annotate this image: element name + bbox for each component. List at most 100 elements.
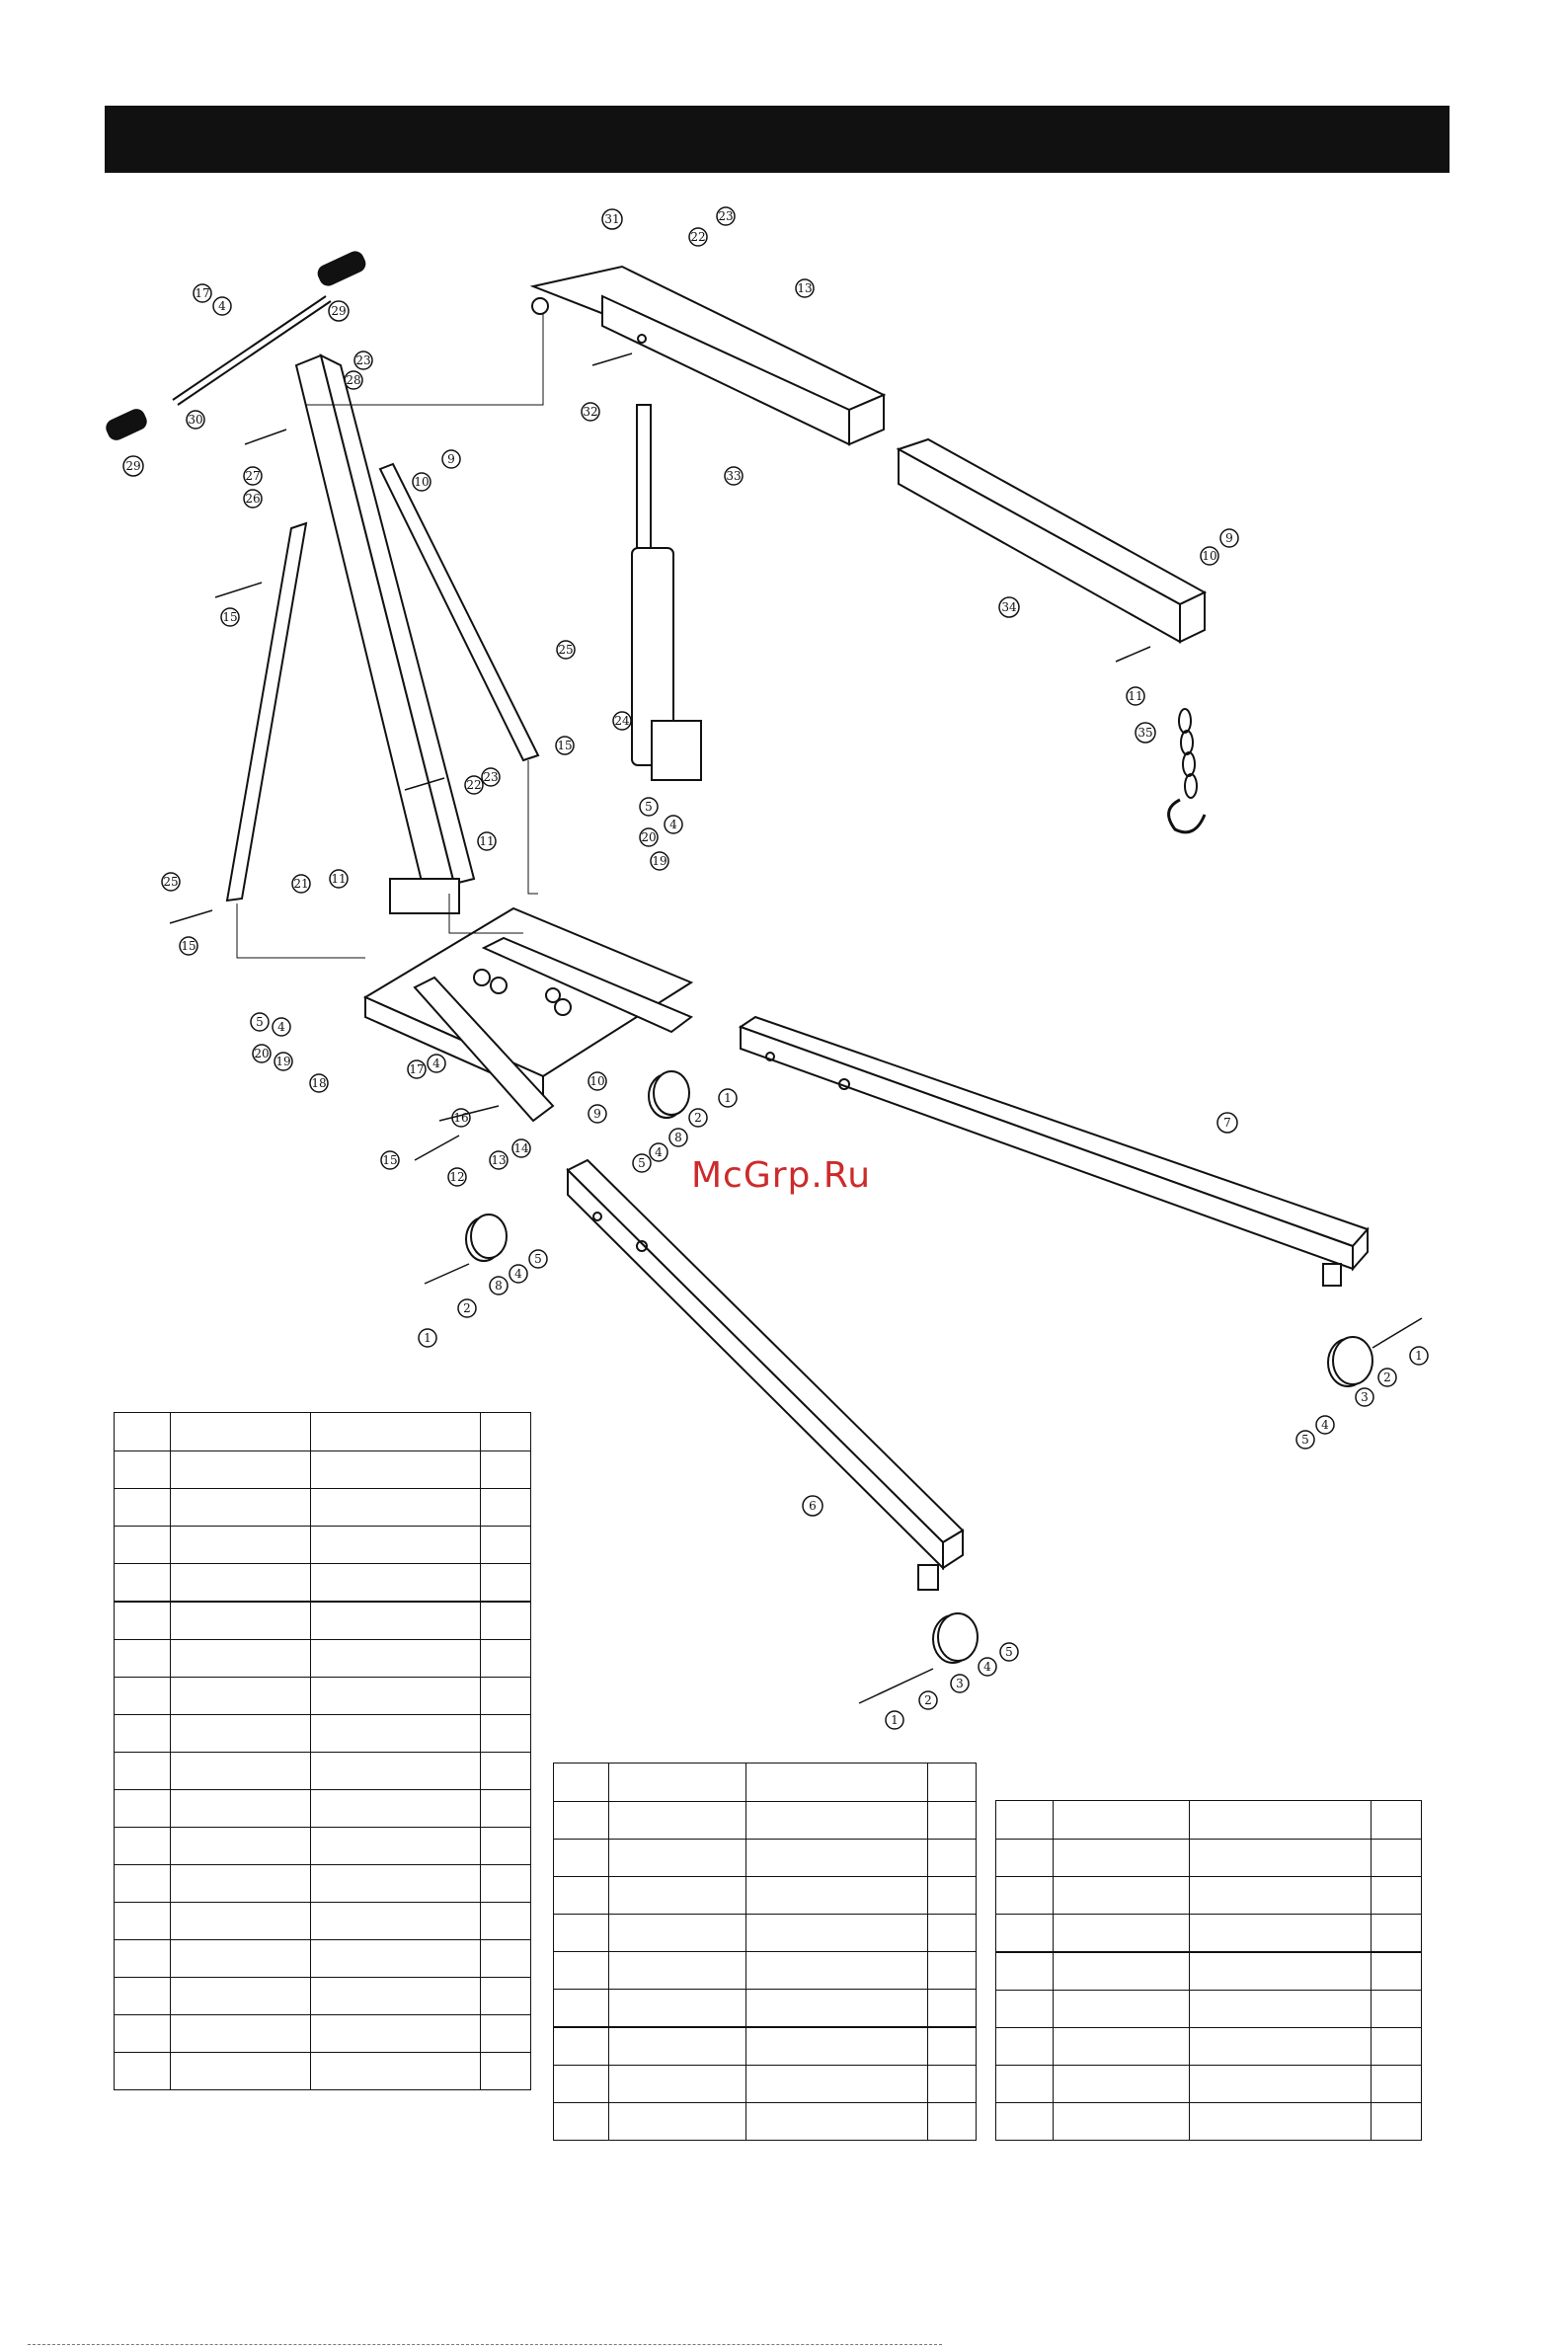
svg-text:20: 20 xyxy=(254,1047,269,1060)
table-cell xyxy=(745,1876,929,1915)
callout-15b: 15 xyxy=(555,736,575,755)
svg-text:5: 5 xyxy=(638,1156,646,1170)
table-cell xyxy=(309,1752,482,1790)
svg-text:1: 1 xyxy=(424,1331,431,1345)
svg-text:14: 14 xyxy=(513,1141,529,1155)
svg-text:5: 5 xyxy=(534,1252,542,1266)
svg-text:12: 12 xyxy=(449,1170,464,1184)
svg-text:33: 33 xyxy=(726,469,741,483)
table-cell xyxy=(1371,2102,1422,2141)
table-cell xyxy=(745,2065,929,2103)
table-cell xyxy=(114,1639,171,1678)
table-cell xyxy=(995,2102,1054,2141)
callout-15a: 15 xyxy=(220,607,240,627)
svg-text:21: 21 xyxy=(293,877,308,891)
svg-text:28: 28 xyxy=(346,373,360,387)
table-header-row xyxy=(995,1800,1422,1840)
svg-text:15: 15 xyxy=(181,939,196,953)
svg-text:23: 23 xyxy=(718,209,733,223)
svg-text:6: 6 xyxy=(809,1499,817,1513)
table-cell xyxy=(553,1914,609,1952)
front-wheels xyxy=(465,1070,1373,1664)
table-cell xyxy=(927,2102,977,2141)
svg-text:10: 10 xyxy=(1202,549,1216,563)
table-cell xyxy=(309,1714,482,1753)
table-cell xyxy=(1188,1990,1372,2028)
table-cell xyxy=(114,1526,171,1564)
callout-10a: 10 xyxy=(412,472,431,492)
callout-10c: 10 xyxy=(588,1071,607,1091)
table-cell xyxy=(480,2052,531,2090)
callout-9a: 9 xyxy=(441,449,461,469)
table-cell xyxy=(745,2102,929,2141)
table-cell xyxy=(927,1763,977,1802)
table-cell xyxy=(1188,1800,1372,1840)
svg-text:9: 9 xyxy=(1225,531,1233,545)
table-header-row xyxy=(114,1412,531,1451)
table-cell xyxy=(995,1990,1054,2028)
svg-text:5: 5 xyxy=(645,800,653,814)
table-cell xyxy=(553,2026,609,2066)
svg-text:29: 29 xyxy=(331,304,346,318)
table-cell xyxy=(480,1789,531,1828)
table-cell xyxy=(114,1714,171,1753)
table-cell xyxy=(169,1601,311,1640)
table-cell xyxy=(1188,2102,1372,2141)
table-cell xyxy=(309,1789,482,1828)
svg-text:25: 25 xyxy=(163,875,178,889)
callout-17b: 17 xyxy=(407,1059,427,1079)
callout-2b: 2 xyxy=(457,1298,477,1318)
callout-4f: 4 xyxy=(509,1264,528,1284)
callout-5c: 5 xyxy=(632,1153,652,1173)
callout-4e: 4 xyxy=(649,1142,668,1162)
table-cell xyxy=(114,1902,171,1940)
header-bar xyxy=(105,106,1450,173)
table-cell xyxy=(114,1864,171,1903)
svg-text:2: 2 xyxy=(694,1111,702,1125)
table-cell xyxy=(553,1839,609,1877)
callout-4h: 4 xyxy=(978,1657,997,1677)
base-frame xyxy=(362,906,694,1123)
svg-text:25: 25 xyxy=(558,643,573,657)
table-cell xyxy=(309,1864,482,1903)
table-cell xyxy=(995,2065,1054,2103)
callout-5f: 5 xyxy=(999,1642,1019,1662)
svg-text:22: 22 xyxy=(466,778,481,792)
callout-5d: 5 xyxy=(528,1249,548,1269)
table-row xyxy=(995,1876,1422,1915)
table-row xyxy=(553,2065,977,2103)
table-cell xyxy=(309,1526,482,1564)
callout-19a: 19 xyxy=(650,851,669,871)
table-cell xyxy=(114,1450,171,1489)
table-cell xyxy=(309,1488,482,1527)
callout-1c: 1 xyxy=(1409,1346,1429,1366)
watermark-text: McGrp.Ru xyxy=(691,1155,872,1196)
callout-1a: 1 xyxy=(718,1088,738,1108)
brace-25-left xyxy=(225,521,308,902)
table-row xyxy=(114,1827,531,1865)
table-row xyxy=(114,1752,531,1790)
callout-5a: 5 xyxy=(639,797,659,817)
table-row xyxy=(995,1951,1422,1991)
callout-4d: 4 xyxy=(427,1054,446,1073)
svg-text:7: 7 xyxy=(1223,1116,1231,1130)
table-cell xyxy=(1188,1876,1372,1915)
bolts xyxy=(169,353,1423,1704)
callout-35: 35 xyxy=(1135,722,1156,744)
table-row xyxy=(995,1839,1422,1877)
svg-text:23: 23 xyxy=(483,770,498,784)
callout-4: 4 xyxy=(212,296,232,316)
table-cell xyxy=(480,1412,531,1451)
table-cell xyxy=(309,1450,482,1489)
table-cell xyxy=(309,1563,482,1603)
svg-text:4: 4 xyxy=(218,299,226,313)
table-cell xyxy=(114,1827,171,1865)
svg-text:4: 4 xyxy=(983,1660,991,1674)
parts-table-2 xyxy=(553,1763,977,2141)
table-cell xyxy=(1052,1990,1190,2028)
table-cell xyxy=(480,1939,531,1978)
svg-text:19: 19 xyxy=(652,854,666,868)
table-cell xyxy=(480,1526,531,1564)
table-row xyxy=(114,1864,531,1903)
table-cell xyxy=(745,1989,929,2028)
